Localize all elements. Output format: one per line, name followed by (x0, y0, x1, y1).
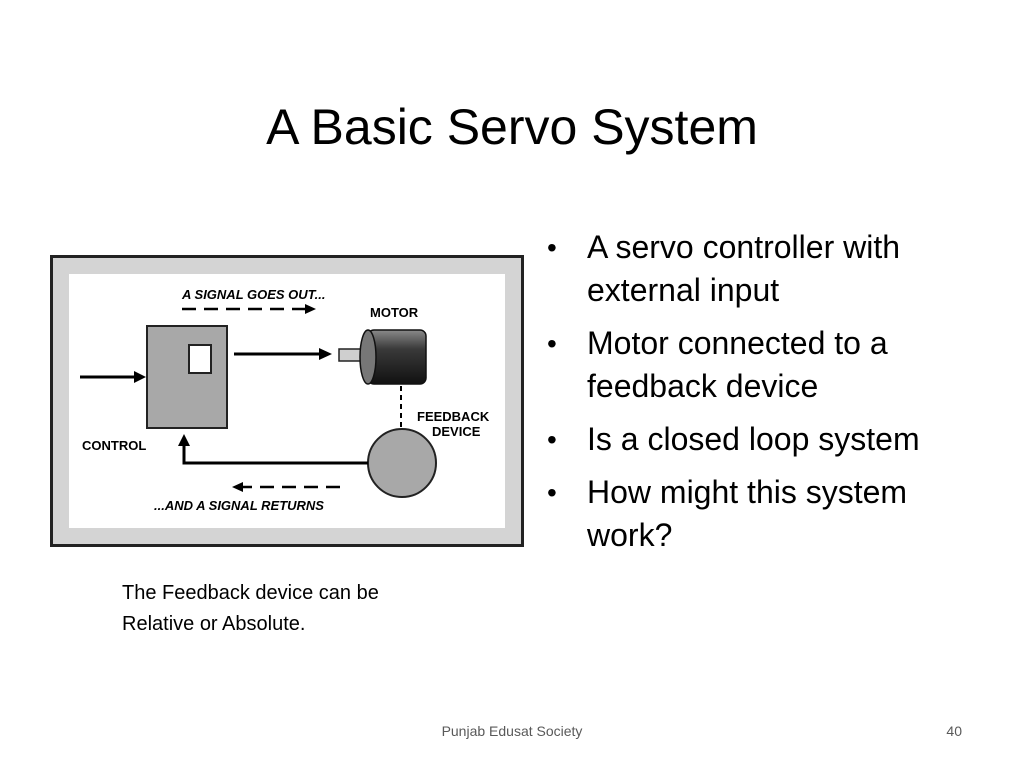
return-signal-line (182, 445, 368, 465)
bullet-dot-icon: • (547, 232, 557, 263)
diagram-panel (69, 274, 505, 528)
bullet-text: How might this system work? (587, 474, 908, 553)
motor-face (359, 329, 377, 385)
signal-returns-label: ...AND A SIGNAL RETURNS (154, 498, 324, 513)
bullet-item: • A servo controller with external input (545, 226, 985, 312)
footer-text: Punjab Edusat Society (441, 723, 583, 739)
bullet-text: A servo controller with external input (587, 229, 901, 308)
bullet-dot-icon: • (547, 477, 557, 508)
signal-out-arrowhead (305, 304, 316, 314)
control-label: CONTROL (82, 438, 146, 453)
control-to-motor-arrowhead (319, 348, 332, 360)
feedback-label-line1: FEEDBACK (417, 409, 490, 424)
signal-out-label: A SIGNAL GOES OUT... (181, 287, 326, 302)
return-signal-arrowhead (178, 434, 190, 446)
servo-diagram: A SIGNAL GOES OUT... MOTOR FEEDBACK DEVI… (50, 255, 524, 547)
input-arrowhead (134, 371, 146, 383)
bullet-text: Motor connected to a feedback device (587, 325, 888, 404)
control-box (146, 325, 228, 429)
diagram-caption: The Feedback device can be Relative or A… (122, 582, 379, 635)
slide-title: A Basic Servo System (266, 99, 758, 155)
bullet-list: •A servo controller with external input … (545, 226, 985, 567)
bullet-item: • How might this system work? (545, 471, 985, 557)
bullet-dot-icon: • (547, 328, 557, 359)
feedback-label-line2: DEVICE (432, 424, 481, 439)
bullet-dot-icon: • (547, 424, 557, 455)
motor-label: MOTOR (370, 305, 419, 320)
bullet-text: Is a closed loop system (587, 421, 920, 457)
control-display (188, 344, 212, 374)
signal-returns-arrowhead (232, 482, 243, 492)
bullet-item: • Motor connected to a feedback device (545, 322, 985, 408)
feedback-device (367, 428, 437, 498)
page-number: 40 (946, 723, 962, 739)
bullet-item: • Is a closed loop system (545, 418, 985, 461)
